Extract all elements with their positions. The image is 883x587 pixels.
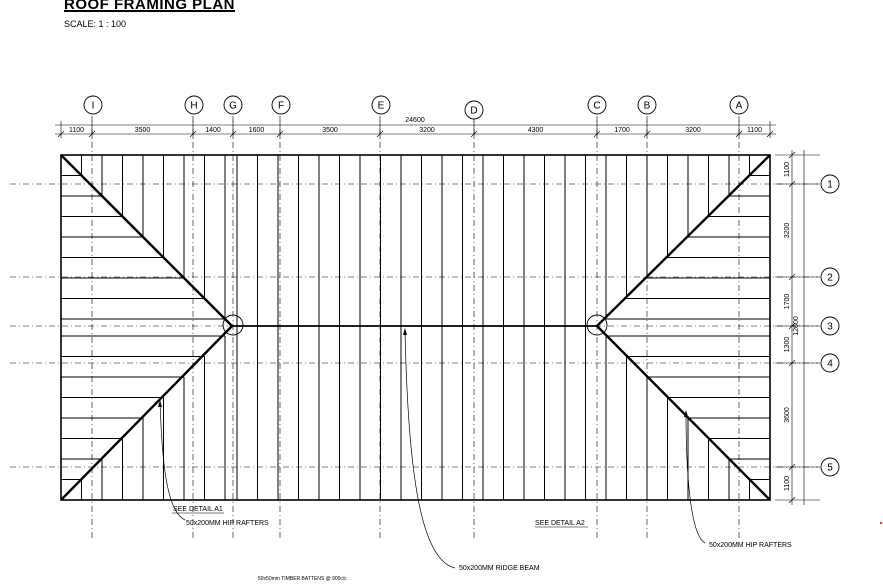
leader-ridge	[404, 329, 456, 569]
grid-bubble-B: B	[637, 95, 657, 115]
hip-rafter-bottom-right	[596, 325, 771, 501]
roof-outline	[60, 154, 771, 501]
leader-hip-left	[159, 399, 186, 521]
detail-a2-marker	[586, 314, 608, 336]
grid-bubble-4: 4	[820, 353, 840, 373]
dimension-label: 3500	[322, 127, 338, 134]
svg-text:I: I	[92, 101, 95, 112]
svg-text:F: F	[278, 101, 284, 112]
overall-length-label: 24600	[405, 117, 425, 124]
plan-title: ROOF FRAMING PLAN	[64, 0, 235, 13]
dimension-label: 3200	[419, 127, 435, 134]
dimension-label: 1100	[784, 476, 791, 491]
battens-label: 50x50mm TIMBER BATTENS @ 900c/c	[258, 576, 347, 582]
dimension-label: 1100	[69, 127, 84, 134]
dimension-label: 1700	[784, 294, 791, 310]
hip-rafters-left-label: 50x200MM HIP RAFTERS	[186, 520, 269, 527]
dimension-label: 3200	[685, 127, 701, 134]
svg-text:4: 4	[827, 359, 833, 370]
dimension-label: 3600	[784, 407, 791, 423]
svg-text:1: 1	[827, 180, 833, 191]
grid-bubble-H: H	[184, 95, 204, 115]
grid-bubble-3: 3	[820, 316, 840, 336]
dimension-label: 1700	[614, 127, 630, 134]
svg-text:A: A	[736, 101, 743, 112]
grid-bubble-E: E	[371, 95, 391, 115]
grid-bubble-1: 1	[820, 174, 840, 194]
dimension-label: 1100	[784, 162, 791, 177]
grid-bubble-D: D	[464, 100, 484, 120]
grid-bubble-G: G	[223, 95, 243, 115]
leader-hip-right	[685, 411, 706, 544]
svg-text:D: D	[470, 106, 477, 117]
grid-bubble-I: I	[83, 95, 103, 115]
grid-bubble-2: 2	[820, 267, 840, 287]
svg-text:3: 3	[827, 322, 833, 333]
hip-rafter-bottom-left	[60, 325, 233, 501]
svg-text:B: B	[644, 101, 651, 112]
svg-text:G: G	[229, 101, 237, 112]
detail-a1-marker	[222, 314, 244, 336]
hip-rafters-right-label: 50x200MM HIP RAFTERS	[709, 542, 792, 549]
dimension-label: 1100	[747, 127, 762, 134]
see-detail-a2-label: SEE DETAIL A2	[535, 520, 585, 527]
ridge-beam-label: 50x200MM RIDGE BEAM	[459, 565, 540, 572]
dimension-label: 3200	[784, 223, 791, 239]
dimension-label: 4300	[528, 127, 544, 134]
hip-rafter-top-right	[596, 154, 771, 327]
svg-text:2: 2	[827, 273, 833, 284]
grid-bubble-F: F	[271, 95, 291, 115]
see-detail-a1-label: SEE DETAIL A1	[173, 506, 223, 513]
grid-bubble-5: 5	[820, 457, 840, 477]
dimension-label: 3500	[135, 127, 151, 134]
dimension-label: 1300	[784, 337, 791, 353]
grid-bubble-C: C	[587, 95, 607, 115]
dimension-label: 1400	[205, 127, 221, 134]
hip-rafter-top-left	[60, 154, 233, 327]
svg-text:E: E	[378, 101, 385, 112]
grid-bubble-A: A	[729, 95, 749, 115]
svg-text:C: C	[593, 101, 600, 112]
svg-text:H: H	[190, 101, 197, 112]
plan-scale: SCALE: 1 : 100	[64, 19, 127, 29]
dimension-label: 1600	[249, 127, 265, 134]
overall-depth-label: 12600	[793, 316, 800, 336]
svg-text:5: 5	[827, 463, 833, 474]
